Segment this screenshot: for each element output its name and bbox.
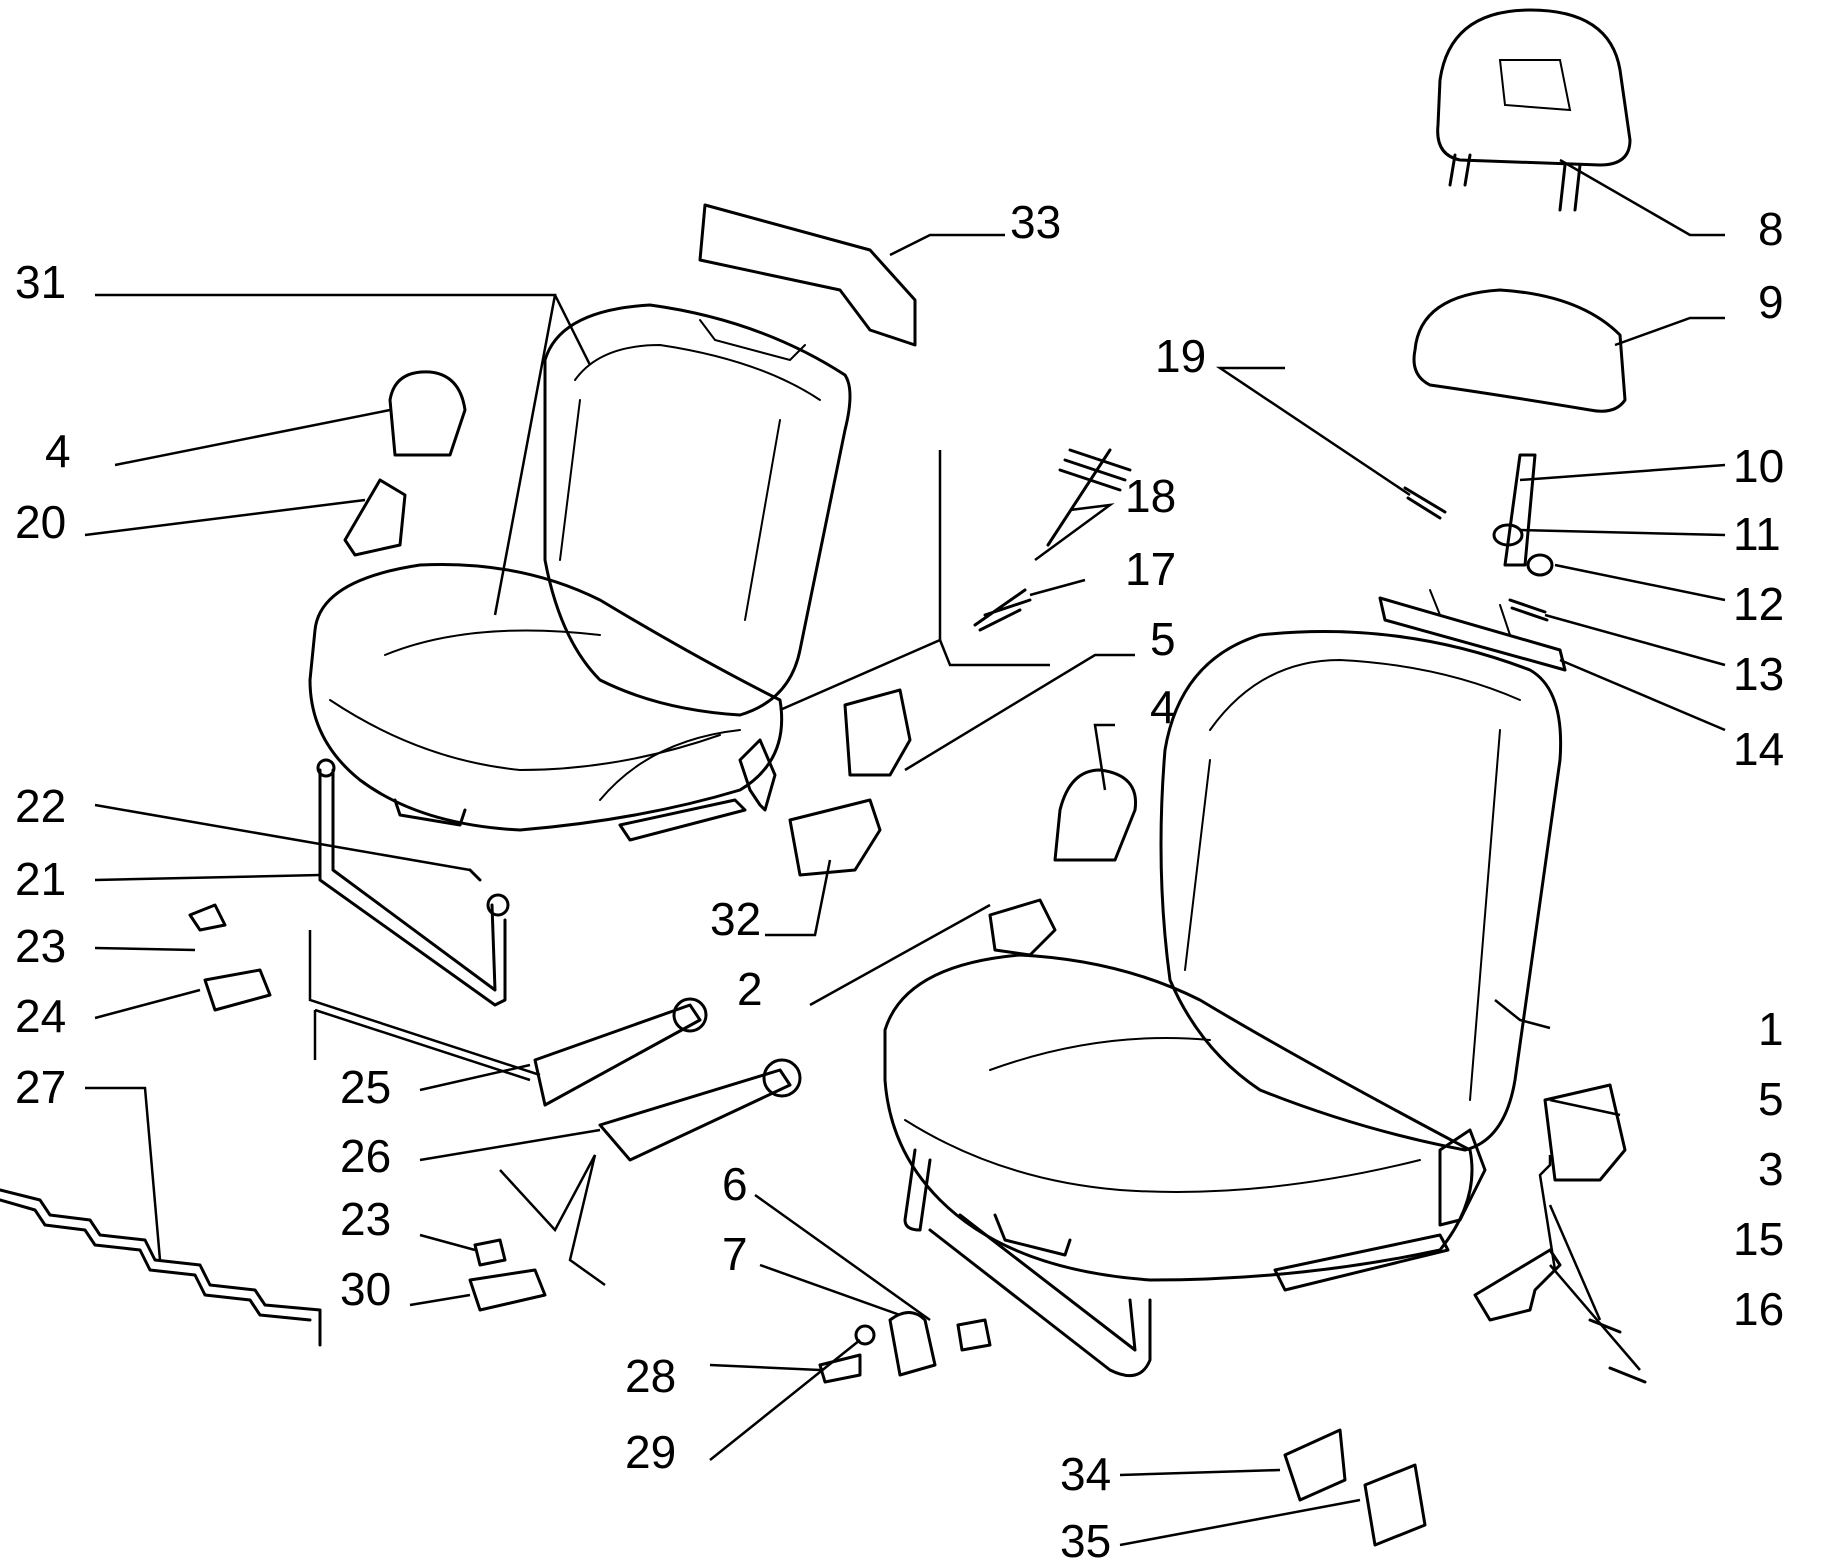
callout-20: 20 [15, 496, 66, 548]
callout-5-top: 5 [1150, 613, 1176, 665]
callout-25: 25 [340, 1061, 391, 1113]
callout-19: 19 [1155, 330, 1206, 382]
right-seat-drawing [883, 589, 1567, 1378]
callout-23-bottom: 23 [340, 1193, 391, 1245]
callout-5-right: 5 [1758, 1073, 1784, 1125]
callout-12: 12 [1733, 578, 1784, 630]
callout-2: 2 [737, 963, 763, 1015]
callout-13: 13 [1733, 648, 1784, 700]
callout-34: 34 [1060, 1448, 1111, 1500]
callout-30: 30 [340, 1263, 391, 1315]
callout-4-left: 4 [45, 425, 71, 477]
callout-18: 18 [1125, 470, 1176, 522]
callout-17: 17 [1125, 543, 1176, 595]
callout-24: 24 [15, 990, 66, 1042]
headrest-cover [1412, 288, 1627, 413]
callout-10: 10 [1733, 440, 1784, 492]
callout-6: 6 [722, 1158, 748, 1210]
parts [0, 8, 1647, 1547]
callout-23-top: 23 [15, 920, 66, 972]
headrest [1436, 8, 1632, 167]
callout-28: 28 [625, 1350, 676, 1402]
callout-11: 11 [1733, 508, 1781, 560]
callout-27: 27 [15, 1061, 66, 1113]
callout-26: 26 [340, 1130, 391, 1182]
callout-1: 1 [1758, 1003, 1784, 1055]
left-seat-drawing [308, 303, 852, 842]
callout-35: 35 [1060, 1515, 1111, 1558]
callout-32: 32 [710, 893, 761, 945]
callout-16: 16 [1733, 1283, 1784, 1335]
callout-9: 9 [1758, 276, 1784, 328]
callout-15: 15 [1733, 1213, 1784, 1265]
callout-14: 14 [1733, 723, 1784, 775]
callout-31: 31 [15, 256, 66, 308]
callout-33: 33 [1010, 196, 1061, 248]
leader-lines [84, 158, 1726, 1547]
callout-7: 7 [722, 1228, 748, 1280]
callout-21: 21 [15, 853, 66, 905]
callout-4-right: 4 [1150, 681, 1176, 733]
callout-22: 22 [15, 780, 66, 832]
callout-3: 3 [1758, 1143, 1784, 1195]
callout-8: 8 [1758, 203, 1784, 255]
callout-labels: 1 2 3 4 4 5 5 6 7 8 9 10 11 12 13 14 15 … [15, 196, 1784, 1558]
callout-29: 29 [625, 1426, 676, 1478]
